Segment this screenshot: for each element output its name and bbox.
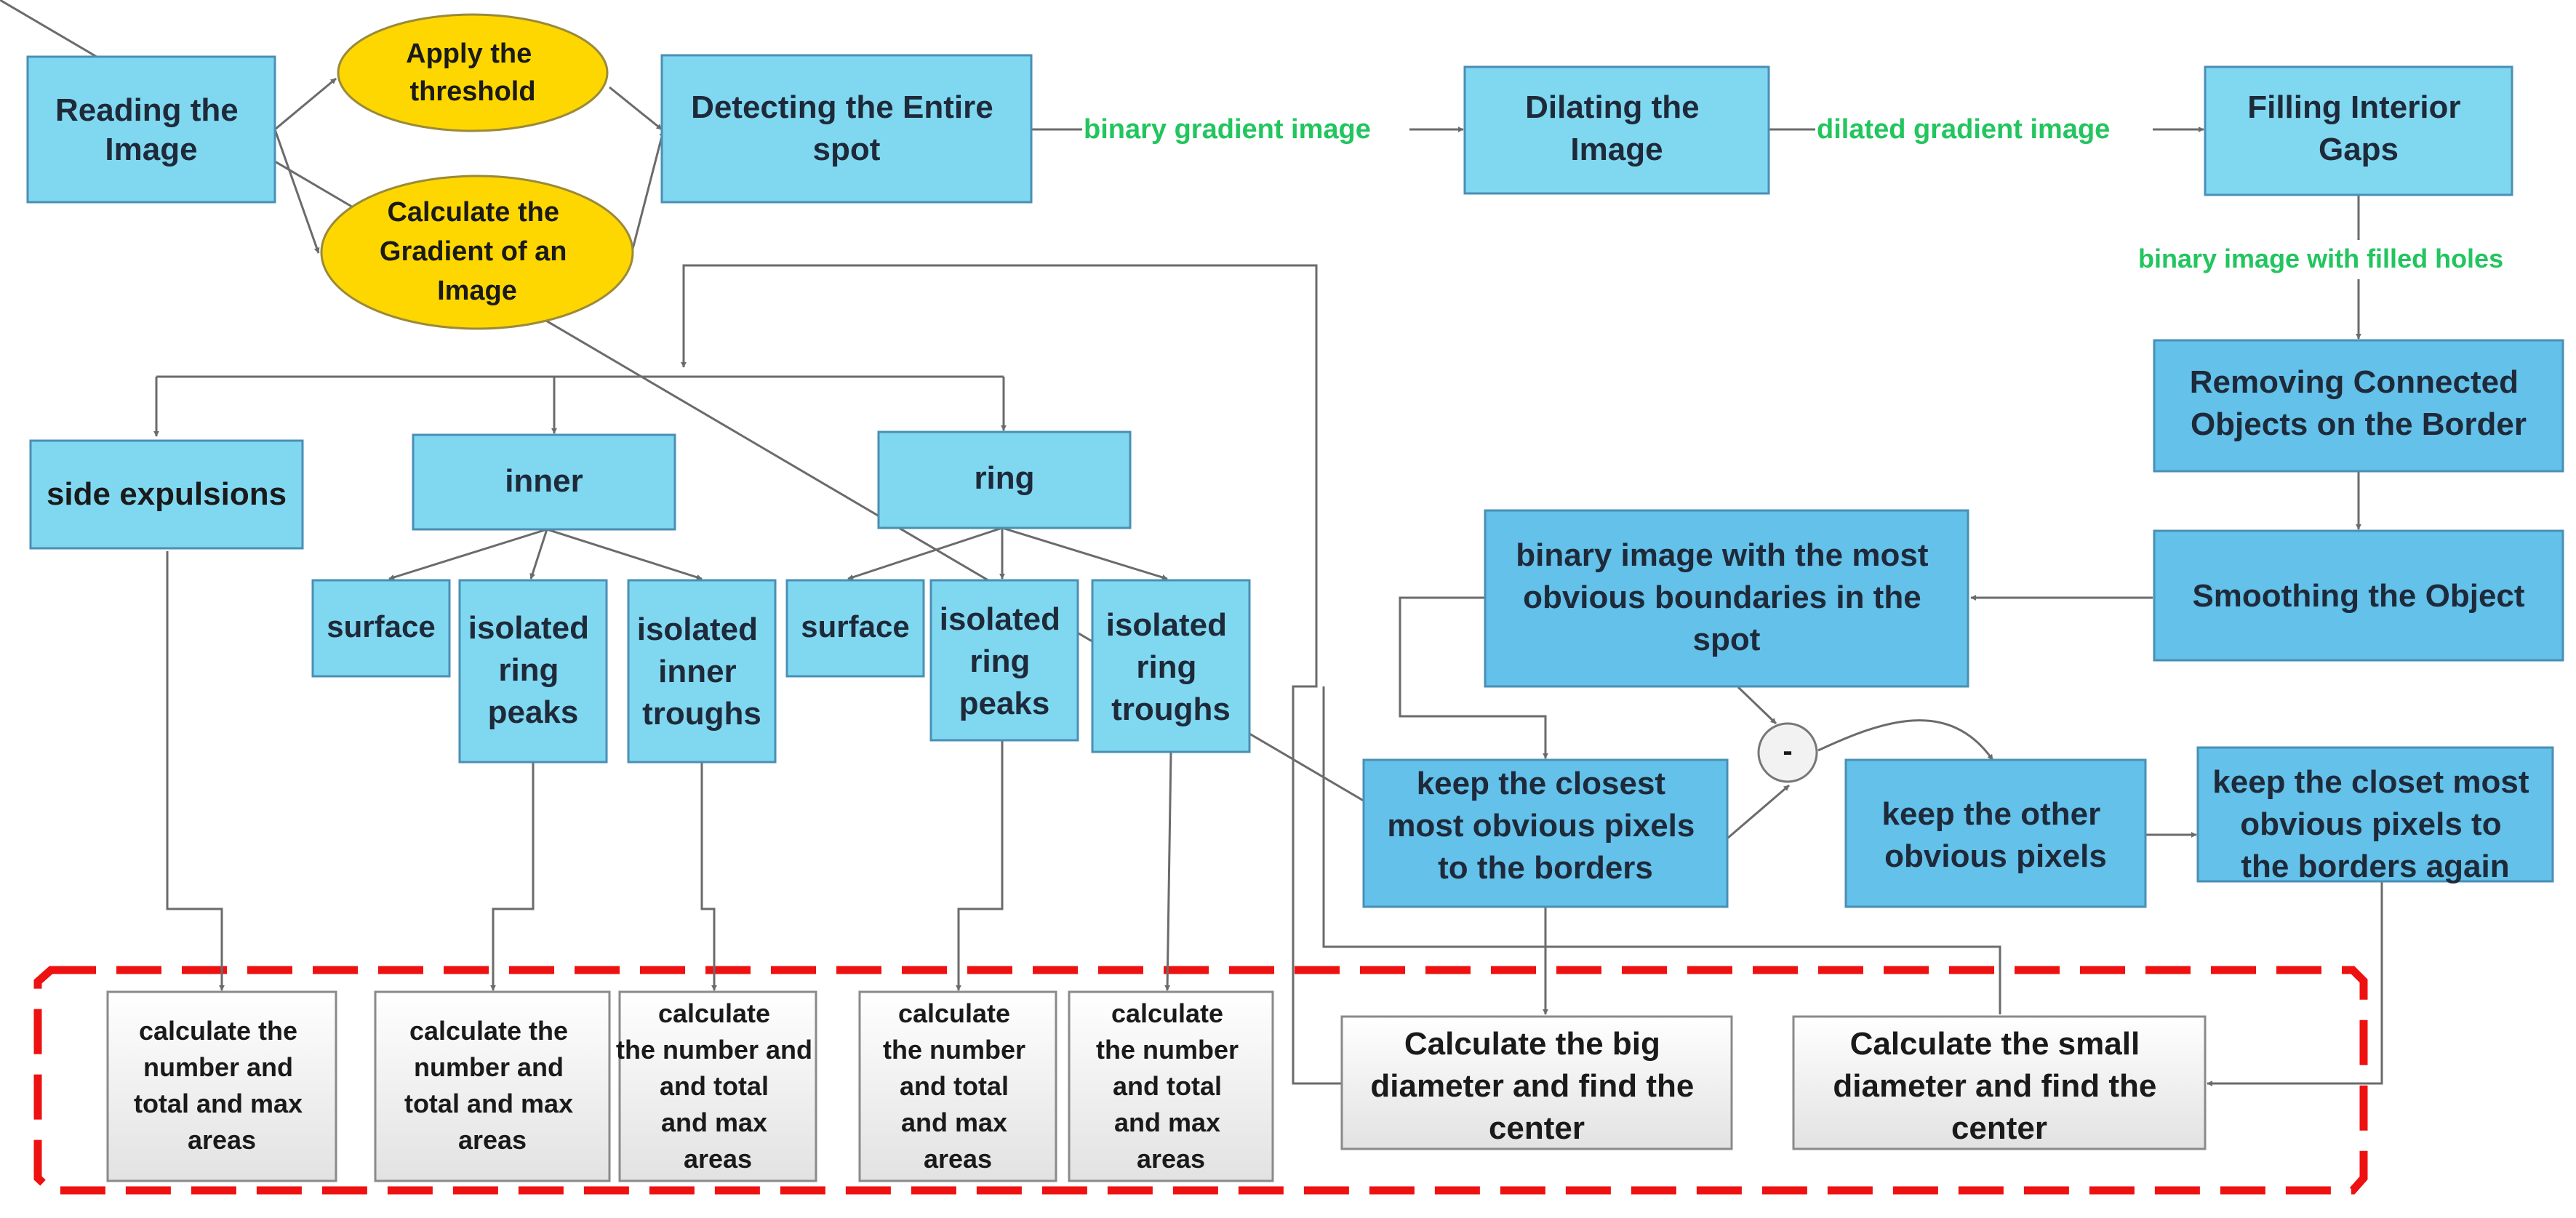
node-detect-spot: Detecting the Entire spot bbox=[660, 54, 1033, 204]
svg-text:Filling Interior Gaps: Filling Interior Gaps bbox=[2247, 89, 2470, 167]
svg-text:keep the other obvious p: keep the other obvious pixels bbox=[1882, 796, 2110, 874]
edge-threshold-detect bbox=[609, 86, 663, 131]
node-keep-other: keep the other obvious pixels bbox=[1844, 758, 2147, 908]
node-side-expulsions: side expulsions bbox=[29, 439, 304, 550]
svg-text:keep the closest most ob: keep the closest most obvious pixels to … bbox=[1387, 766, 1703, 886]
svg-text:-: - bbox=[1783, 735, 1792, 767]
node-calc-big-diameter: Calculate the big diameter and find the … bbox=[1340, 1015, 1733, 1150]
node-inner-isolated-inner-troughs: isolated inner troughs bbox=[627, 579, 777, 764]
svg-text:calculate the number and: calculate the number and total and max a… bbox=[134, 1016, 310, 1155]
svg-text:ring: ring bbox=[974, 460, 1034, 496]
node-calc-small-diameter: Calculate the small diameter and find th… bbox=[1792, 1015, 2207, 1150]
node-ring-surface: surface bbox=[785, 579, 925, 678]
svg-text:inner: inner bbox=[505, 463, 583, 499]
svg-text:isolated ring peak: isolated ring peaks bbox=[940, 601, 1070, 721]
node-calc-ring-troughs: calculate the number and total and max a… bbox=[1068, 990, 1274, 1182]
node-calc-side: calculate the number and total and max a… bbox=[106, 990, 337, 1182]
node-inner-surface: surface bbox=[311, 579, 451, 678]
edge-label-filled-holes: binary image with filled holes bbox=[2138, 244, 2503, 273]
svg-text:calculate the number and: calculate the number and and total and m… bbox=[616, 998, 820, 1174]
node-minus: - bbox=[1757, 722, 1818, 783]
edge-keepagain-calcsmall bbox=[2207, 881, 2383, 1086]
svg-text:isolated inner tro: isolated inner troughs bbox=[637, 612, 767, 732]
svg-text:calculate the number: calculate the number and total and max a… bbox=[883, 998, 1033, 1174]
svg-text:binary image with the most: binary image with the most obvious bound… bbox=[1516, 537, 1937, 657]
svg-text:surface: surface bbox=[327, 609, 435, 644]
edge-label-dilated-gradient: dilated gradient image bbox=[1817, 114, 2110, 145]
svg-text:Calculate the Gradient o: Calculate the Gradient of an Image bbox=[380, 197, 575, 306]
node-dilating: Dilating the Image bbox=[1463, 65, 1770, 195]
node-apply-threshold: Apply the threshold bbox=[337, 13, 609, 132]
node-ring-isolated-ring-peaks: isolated ring peaks bbox=[929, 579, 1079, 742]
edge-inner-troughs bbox=[546, 528, 703, 580]
edge-keepclosest-minus bbox=[1727, 784, 1790, 840]
svg-text:Detecting the Entire spo: Detecting the Entire spot bbox=[691, 89, 1002, 167]
edge-minus-keepother bbox=[1817, 719, 1994, 761]
edge-ring-surface bbox=[847, 526, 1003, 580]
edge-label-binary-gradient: binary gradient image bbox=[1084, 114, 1371, 145]
edge-boundaries-keepclosest bbox=[1399, 596, 1548, 759]
node-calc-gradient: Calculate the Gradient of an Image bbox=[320, 175, 634, 330]
node-filling: Filling Interior Gaps bbox=[2204, 65, 2513, 196]
edge-innertroughs-calc bbox=[700, 762, 717, 991]
edge-calcbig-distribution bbox=[681, 264, 1342, 1085]
svg-text:side expulsions: side expulsions bbox=[47, 476, 287, 512]
edge-inner-surface bbox=[388, 528, 548, 580]
svg-text:keep the closet most obv: keep the closet most obvious pixels to t… bbox=[2212, 764, 2538, 884]
node-calc-inner-troughs: calculate the number and and total and m… bbox=[616, 990, 820, 1182]
svg-text:isolated ring peak: isolated ring peaks bbox=[468, 610, 599, 730]
node-calc-inner-peaks: calculate the number and total and max a… bbox=[374, 990, 611, 1182]
edge-side-calc bbox=[166, 551, 225, 991]
node-smoothing: Smoothing the Object bbox=[2153, 529, 2564, 662]
node-calc-ring-peaks: calculate the number and total and max a… bbox=[858, 990, 1057, 1182]
svg-text:Dilating the Image: Dilating the Image bbox=[1525, 89, 1708, 167]
edge-reading-gradient bbox=[273, 129, 320, 254]
edge-reading-threshold bbox=[274, 77, 337, 131]
node-removing: Removing Connected Objects on the Border bbox=[2153, 339, 2564, 473]
edge-ringtroughs-calc bbox=[1164, 752, 1172, 991]
svg-text:Apply the threshold: Apply the threshold bbox=[406, 39, 540, 107]
node-keep-closest: keep the closest most obvious pixels to … bbox=[1362, 758, 1729, 908]
node-ring-isolated-ring-troughs: isolated ring troughs bbox=[1091, 579, 1251, 753]
svg-text:isolated ring trou: isolated ring troughs bbox=[1106, 607, 1236, 727]
svg-text:Calculate the big diamet: Calculate the big diameter and find the … bbox=[1370, 1026, 1703, 1146]
edge-inner-peaks bbox=[529, 529, 548, 580]
svg-text:calculate the number: calculate the number and total and max a… bbox=[1096, 998, 1246, 1174]
edge-ringpeaks-calc bbox=[956, 740, 1004, 991]
node-inner-isolated-ring-peaks: isolated ring peaks bbox=[458, 579, 608, 764]
node-ring: ring bbox=[877, 430, 1132, 529]
node-binary-boundaries: binary image with the most obvious bound… bbox=[1484, 509, 1969, 688]
edge-boundaries-minus bbox=[1737, 686, 1777, 725]
edge-calcsmall-distribution bbox=[1322, 686, 2001, 1014]
node-reading-image: Reading the Image bbox=[26, 55, 276, 204]
edge-ring-troughs bbox=[1001, 526, 1168, 580]
svg-text:Calculate the small diam: Calculate the small diameter and find th… bbox=[1833, 1026, 2165, 1146]
node-inner: inner bbox=[412, 433, 676, 531]
results-dashed-frame bbox=[33, 966, 2368, 1195]
svg-text:Reading the Image: Reading the Image bbox=[55, 92, 247, 167]
node-keep-closest-again: keep the closet most obvious pixels to t… bbox=[2196, 746, 2554, 884]
svg-text:calculate the number and: calculate the number and total and max a… bbox=[404, 1016, 580, 1155]
svg-text:Removing Connected Objec: Removing Connected Objects on the Border bbox=[2190, 364, 2528, 442]
connectors bbox=[0, 0, 2383, 1086]
svg-text:Smoothing the Object: Smoothing the Object bbox=[2192, 578, 2524, 614]
edge-innerpeaks-calc bbox=[490, 762, 535, 991]
edge-gradient-detect bbox=[630, 130, 665, 255]
svg-text:surface: surface bbox=[801, 609, 909, 644]
